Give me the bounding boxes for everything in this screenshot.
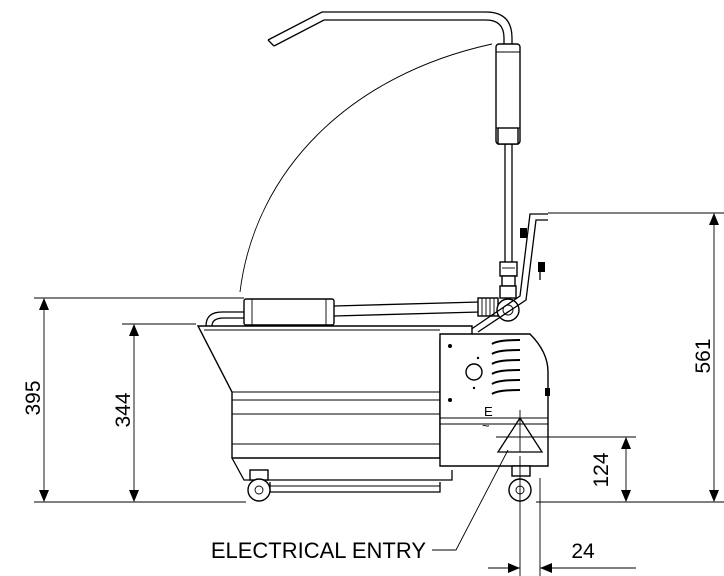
dim-24-label: 24 — [571, 540, 595, 563]
pan-handle — [469, 213, 548, 333]
dimension-entry-height: 124 — [542, 436, 636, 502]
entry-symbol-letter: E — [484, 404, 493, 419]
dimension-overall-height: 395 — [22, 297, 246, 503]
dimension-entry-offset: 24 — [488, 456, 636, 576]
entry-symbol-ac: ~ — [482, 418, 490, 433]
vent-slots — [491, 339, 521, 395]
suction-hose — [205, 285, 520, 327]
power-switch — [465, 363, 483, 381]
rear-caster — [247, 469, 271, 502]
return-wand — [267, 11, 521, 287]
dim-395-label: 395 — [22, 380, 45, 415]
electrical-entry-symbol: E ~ — [482, 404, 544, 453]
dimension-handle-height: 561 — [536, 212, 724, 503]
dimension-body-height: 344 — [112, 323, 196, 502]
dim-561-label: 561 — [692, 338, 715, 373]
electrical-entry-label: ELECTRICAL ENTRY — [211, 538, 426, 563]
wand-swing-arc — [239, 43, 493, 293]
cabinet-body — [196, 325, 550, 493]
dim-124-label: 124 — [590, 452, 613, 487]
dim-344-label: 344 — [112, 392, 135, 427]
electrical-entry-callout: ELECTRICAL ENTRY — [211, 449, 509, 563]
